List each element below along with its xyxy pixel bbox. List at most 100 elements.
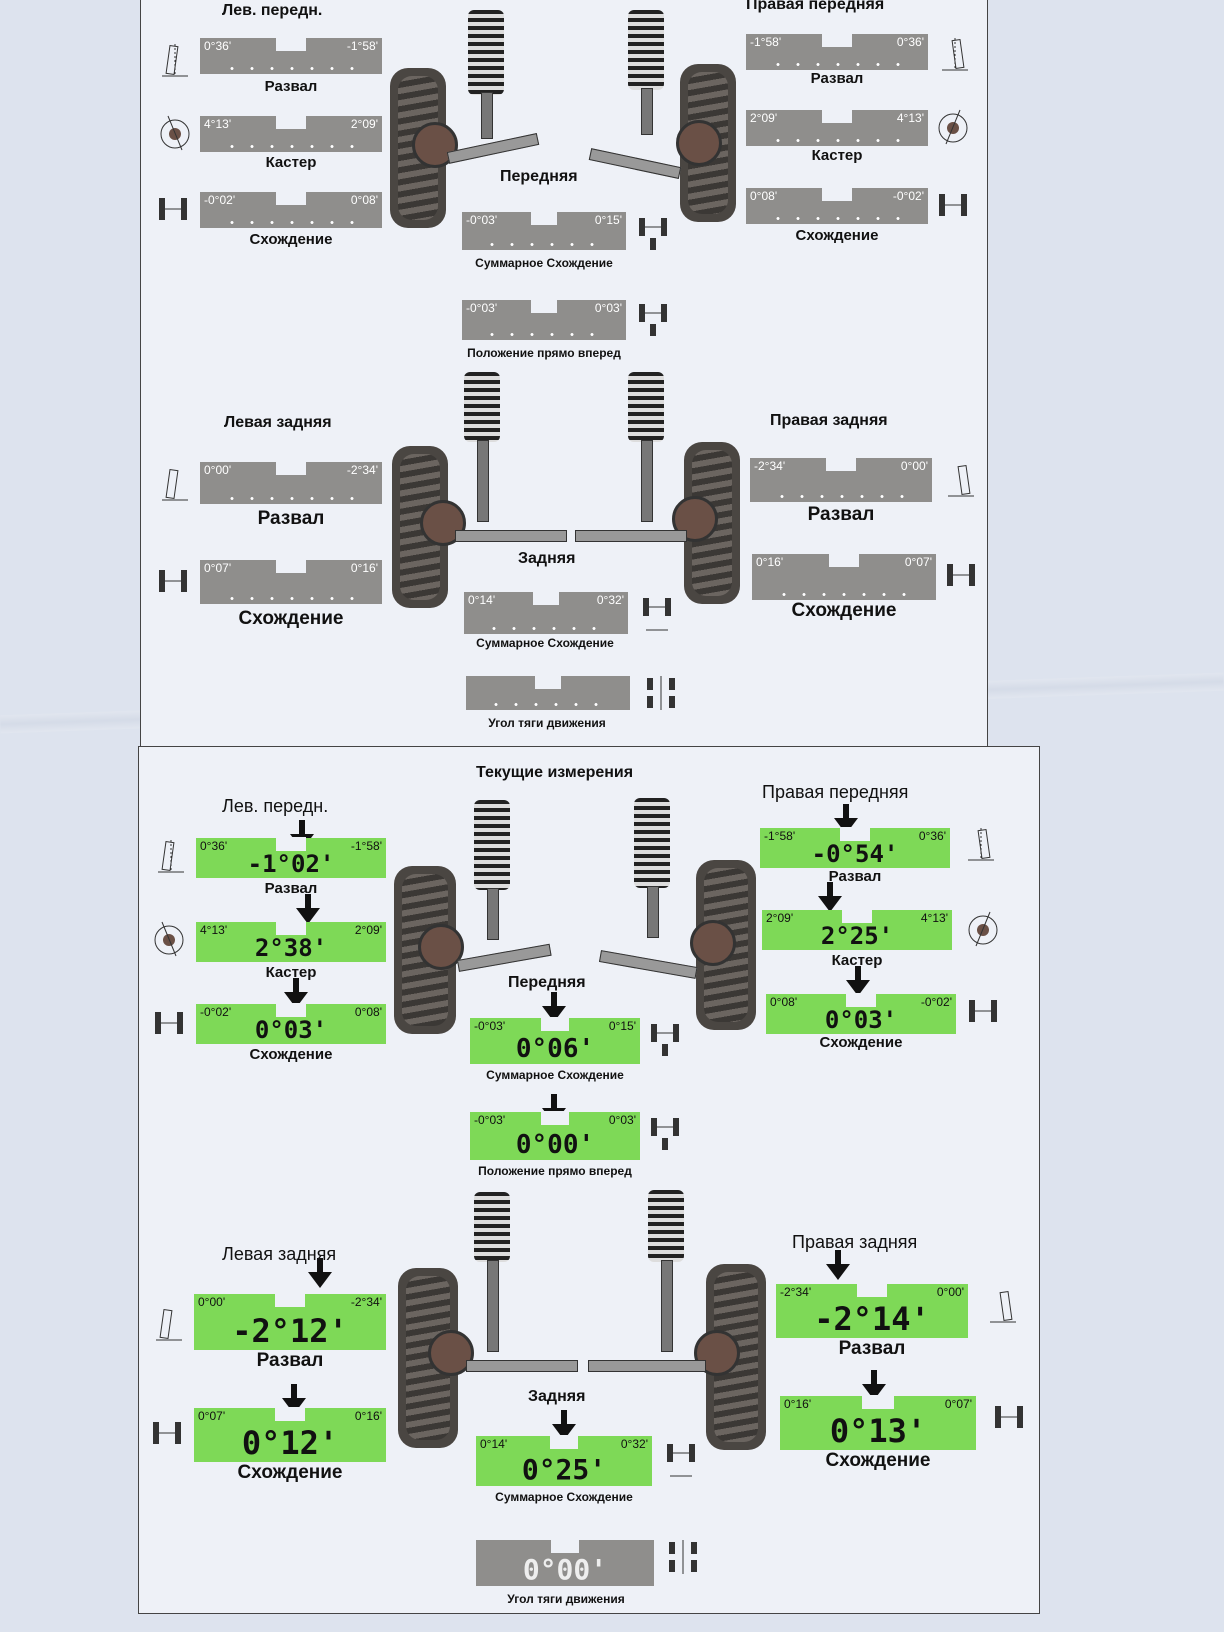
spec-thrust-angle-gauge: [466, 675, 630, 710]
b-rear-left-spring: [474, 1192, 510, 1262]
rl-camber-value: -2°12': [232, 1312, 348, 1350]
b-front-left-hub: [418, 924, 464, 970]
toe-icon: [155, 1012, 183, 1034]
b-rear-left-strut: [487, 1260, 499, 1352]
rear-left-spring: [464, 372, 500, 442]
thrust-angle-gauge: 0°00': [476, 1539, 654, 1586]
thrust-angle-icon: [647, 676, 675, 710]
rl-camber-label: Развал: [256, 1350, 324, 1371]
spec-straight-ahead-gauge: -0°03'0°03': [462, 299, 626, 340]
spec-fl-toe-label: Схождение: [249, 231, 333, 248]
straight-ahead-value: 0°00': [515, 1130, 595, 1160]
camber-icon: [162, 469, 188, 501]
fl-camber-label: Развал: [264, 880, 318, 897]
spec-fr-camber-gauge: -1°58'0°36': [746, 33, 928, 70]
b-front-right-title: Правая передняя: [762, 782, 909, 802]
fr-caster-value: 2°25': [820, 922, 894, 950]
b-front-left-strut: [487, 888, 499, 940]
top-front-center: Передняя: [500, 168, 578, 185]
spec-rl-camber-gauge: 0°00'-2°34': [200, 461, 382, 504]
rr-camber-gauge: -2°34'0°00' -2°14': [776, 1283, 968, 1338]
b-front-center: Передняя: [508, 974, 586, 991]
total-toe-icon: [643, 598, 671, 631]
rr-camber-arrow: [826, 1250, 850, 1280]
front-total-toe-value: 0°06': [515, 1034, 595, 1064]
toe-icon: [995, 1406, 1023, 1428]
rear-total-toe-label: Суммарное Схождение: [495, 1490, 633, 1504]
toe-icon: [947, 564, 975, 586]
b-rear-right-spring: [648, 1190, 684, 1262]
b-front-right-strut: [647, 886, 659, 938]
fr-camber-label: Развал: [828, 868, 882, 885]
top-rear-left-title: Левая задняя: [224, 414, 332, 431]
camber-icon: [948, 465, 974, 497]
b-front-left-spring: [474, 800, 510, 890]
camber-icon: [968, 828, 994, 861]
fr-caster-gauge: 2°09'4°13' 2°25': [762, 909, 952, 950]
top-front-right-title: Правая передняя: [746, 0, 885, 13]
toe-icon: [159, 570, 187, 592]
spec-fr-toe-label: Схождение: [795, 227, 879, 244]
spec-rl-toe-gauge: 0°07'0°16': [200, 559, 382, 604]
rear-total-toe-gauge: 0°14'0°32' 0°25': [476, 1435, 652, 1486]
top-rear-center: Задняя: [518, 550, 576, 567]
spec-thrust-angle-label: Угол тяги движения: [488, 716, 606, 730]
b-front-right-hub: [690, 920, 736, 966]
toe-icon: [939, 194, 967, 216]
rear-right-strut: [641, 440, 653, 522]
straight-ahead-label: Положение прямо вперед: [478, 1164, 632, 1178]
fr-toe-gauge: 0°08'-0°02' 0°03': [766, 993, 956, 1034]
fl-toe-gauge: -0°02'0°08' 0°03': [196, 1003, 386, 1044]
fl-toe-label: Схождение: [249, 1046, 333, 1063]
spec-rear-total-toe-gauge: 0°14'0°32': [464, 591, 628, 634]
fl-caster-arrow: [296, 894, 320, 924]
b-rear-left-title: Левая задняя: [222, 1244, 337, 1264]
spec-fr-toe-gauge: 0°08'-0°02': [746, 187, 928, 224]
spec-fr-camber-label: Развал: [810, 70, 864, 87]
rl-toe-gauge: 0°07'0°16' 0°12': [194, 1407, 386, 1462]
straight-ahead-icon: [639, 304, 667, 336]
fl-caster-value: 2°38': [254, 934, 328, 962]
camber-icon: [990, 1291, 1016, 1323]
front-right-hub: [676, 120, 722, 166]
spec-rr-camber-label: Развал: [807, 504, 875, 525]
fl-camber-gauge: 0°36'-1°58' -1°02': [196, 837, 386, 878]
rr-camber-label: Развал: [838, 1338, 906, 1359]
caster-icon: [154, 921, 184, 957]
front-left-spring: [468, 10, 504, 95]
spec-rr-toe-gauge: 0°16'0°07': [752, 553, 936, 600]
spec-fr-caster-label: Кастер: [811, 147, 863, 164]
thrust-angle-label: Угол тяги движения: [507, 1592, 625, 1606]
fl-toe-value: 0°03': [254, 1016, 328, 1044]
toe-icon: [969, 1000, 997, 1022]
spec-front-total-toe-label: Суммарное Схождение: [475, 256, 613, 270]
spec-fl-camber-label: Развал: [264, 78, 318, 95]
spec-rr-toe-label: Схождение: [791, 600, 897, 621]
fr-camber-gauge: -1°58'0°36' -0°54': [760, 827, 950, 868]
rl-toe-label: Схождение: [237, 1462, 343, 1483]
b-rear-left-arm: [466, 1360, 578, 1372]
fl-camber-value: -1°02': [247, 850, 335, 878]
spec-fl-caster-label: Кастер: [265, 154, 317, 171]
spec-fl-toe-gauge: -0°02'0°08': [200, 191, 382, 228]
thrust-angle-icon: [669, 1540, 697, 1574]
fl-caster-label: Кастер: [265, 964, 317, 981]
rear-right-hub: [672, 496, 718, 542]
measurements-title: Текущие измерения: [476, 764, 634, 781]
fl-caster-gauge: 4°13'2°09' 2°38': [196, 921, 386, 962]
total-toe-icon: [651, 1024, 679, 1056]
thrust-angle-value: 0°00': [522, 1553, 608, 1586]
camber-icon: [156, 1309, 182, 1341]
rr-camber-value: -2°14': [814, 1300, 930, 1338]
total-toe-icon: [639, 218, 667, 250]
b-rear-right-arm: [588, 1360, 706, 1372]
b-rear-right-strut: [661, 1260, 673, 1352]
caster-icon: [938, 109, 968, 145]
spec-front-total-toe-gauge: -0°03'0°15': [462, 211, 626, 250]
camber-icon: [162, 44, 188, 77]
spec-straight-ahead-label: Положение прямо вперед: [467, 346, 621, 360]
spec-rl-camber-label: Развал: [257, 508, 325, 529]
caster-icon: [160, 115, 190, 151]
toe-icon: [159, 198, 187, 220]
fr-caster-label: Кастер: [831, 952, 883, 969]
